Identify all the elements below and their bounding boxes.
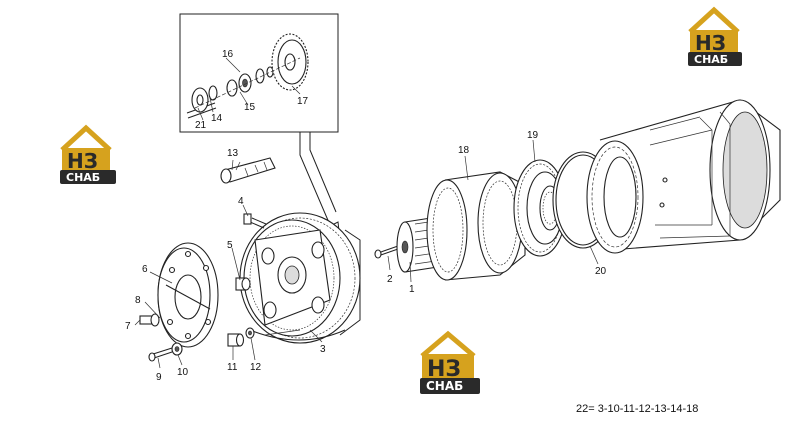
part-11-plug bbox=[227, 333, 245, 347]
callout-labels: 1 2 3 4 5 6 7 8 9 10 11 12 13 14 15 16 1… bbox=[125, 49, 607, 383]
part-3-planet-carrier bbox=[239, 212, 361, 344]
logo-text: СНАБ bbox=[66, 171, 100, 184]
housing-drum bbox=[586, 99, 781, 254]
part-5-plug bbox=[235, 277, 251, 291]
logo-top-right: НЗ СНАБ bbox=[688, 6, 742, 66]
callout-7: 7 bbox=[125, 321, 131, 332]
callout-1: 1 bbox=[409, 284, 415, 295]
callout-10: 10 bbox=[177, 367, 189, 378]
callout-2: 2 bbox=[387, 274, 393, 285]
part-10-washer bbox=[171, 342, 183, 356]
logo-text: СНАБ bbox=[694, 53, 728, 66]
callout-11: 11 bbox=[227, 362, 238, 373]
part-12-washer bbox=[245, 327, 255, 339]
callout-9: 9 bbox=[156, 372, 162, 383]
callout-15: 15 bbox=[244, 102, 256, 113]
part-9-bolt bbox=[148, 347, 173, 362]
part-6-cover bbox=[157, 242, 219, 348]
part-14-washer bbox=[191, 85, 218, 113]
inset-pointer bbox=[299, 132, 334, 233]
logo-left: НЗ СНАБ bbox=[60, 124, 116, 184]
callout-18: 18 bbox=[458, 145, 470, 156]
part-18-ring-gear bbox=[426, 171, 526, 281]
callout-8: 8 bbox=[135, 295, 141, 306]
callout-12: 12 bbox=[250, 362, 262, 373]
callout-20: 20 bbox=[595, 266, 607, 277]
part-2-screw bbox=[374, 245, 399, 259]
logo-text: СНАБ bbox=[426, 379, 463, 393]
assembly-note: 22= 3-10-11-12-13-14-18 bbox=[576, 403, 698, 415]
callout-6: 6 bbox=[142, 264, 148, 275]
logo-mark: НЗ bbox=[67, 149, 98, 173]
logo-bottom-center: НЗ СНАБ bbox=[420, 330, 480, 394]
callout-14: 14 bbox=[211, 113, 223, 124]
detail-inset bbox=[179, 13, 341, 242]
callout-19: 19 bbox=[527, 130, 539, 141]
logo-mark: НЗ bbox=[695, 31, 726, 55]
callout-17: 17 bbox=[297, 96, 309, 107]
part-16-spacer bbox=[255, 66, 274, 84]
callout-5: 5 bbox=[227, 240, 233, 251]
callout-13: 13 bbox=[227, 148, 239, 159]
callout-3: 3 bbox=[320, 344, 326, 355]
inset-frame bbox=[179, 13, 339, 133]
callout-4: 4 bbox=[238, 196, 244, 207]
part-13-bolt bbox=[220, 157, 276, 184]
logo-mark: НЗ bbox=[427, 357, 461, 382]
callout-16: 16 bbox=[222, 49, 234, 60]
part-15-bearing bbox=[226, 73, 252, 97]
part-4-bolt bbox=[243, 213, 267, 229]
leader-lines bbox=[134, 139, 599, 369]
part-7-screw bbox=[139, 313, 160, 327]
part-17-planet-gear bbox=[271, 33, 309, 91]
callout-21: 21 bbox=[195, 120, 207, 131]
